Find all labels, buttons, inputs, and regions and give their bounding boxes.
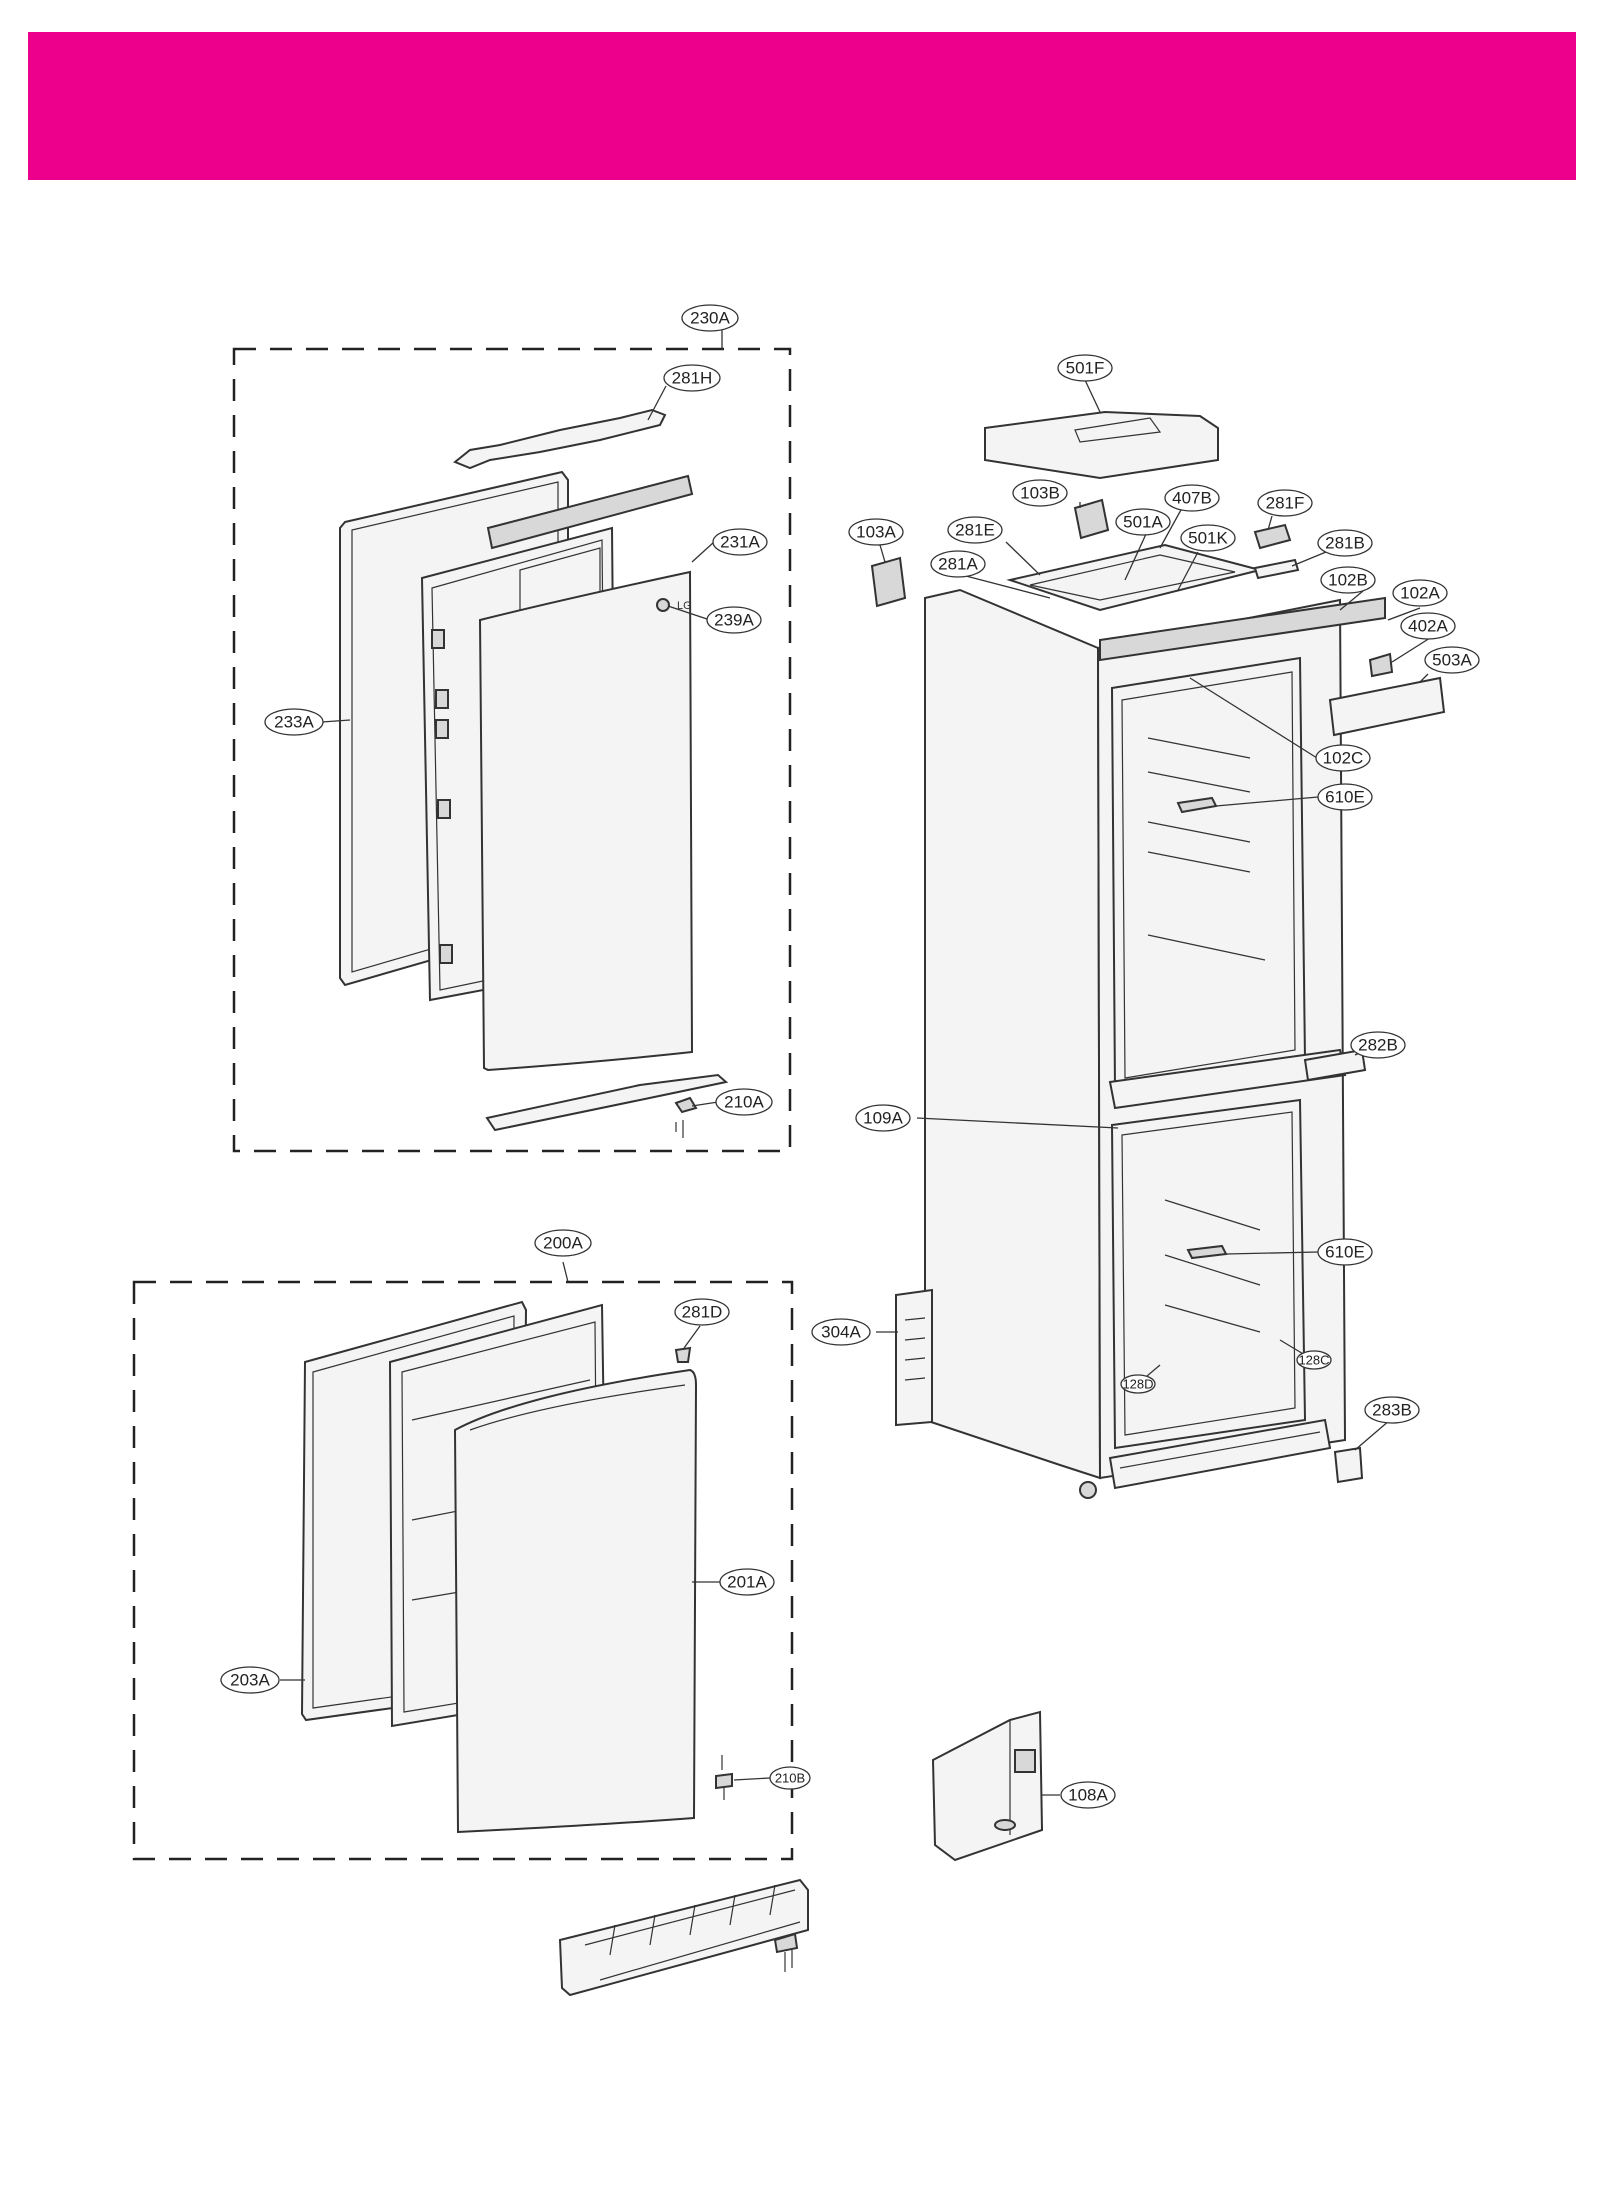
svg-text:402A: 402A xyxy=(1408,617,1448,636)
callout-282B[interactable]: 282B xyxy=(1350,1031,1406,1059)
callout-103A[interactable]: 103A xyxy=(848,518,904,546)
callout-281D[interactable]: 281D xyxy=(674,1298,730,1326)
svg-text:239A: 239A xyxy=(714,611,754,630)
callout-109A[interactable]: 109A xyxy=(855,1104,911,1132)
callout-233A[interactable]: 233A xyxy=(264,708,324,736)
svg-text:128D: 128D xyxy=(1122,1377,1153,1392)
callout-239A[interactable]: 239A xyxy=(706,606,762,634)
svg-text:102B: 102B xyxy=(1328,571,1368,590)
svg-text:210B: 210B xyxy=(775,1771,805,1786)
svg-text:283B: 283B xyxy=(1372,1401,1412,1420)
callout-231A[interactable]: 231A xyxy=(712,528,768,556)
callout-501K[interactable]: 501K xyxy=(1180,524,1236,552)
callout-128D[interactable]: 128D xyxy=(1120,1374,1156,1394)
svg-text:281H: 281H xyxy=(672,369,713,388)
callout-201A[interactable]: 201A xyxy=(719,1568,775,1596)
svg-text:610E: 610E xyxy=(1325,1243,1365,1262)
door-logo: LG xyxy=(677,600,692,612)
door-lower-group-box xyxy=(132,1280,794,1861)
svg-text:501F: 501F xyxy=(1066,359,1105,378)
svg-text:281E: 281E xyxy=(955,521,995,540)
callout-501F[interactable]: 501F xyxy=(1057,354,1113,382)
bin-cover xyxy=(931,1710,1044,1862)
callout-402A[interactable]: 402A xyxy=(1400,612,1456,640)
leader-lines xyxy=(280,330,1431,1796)
callout-210B[interactable]: 210B xyxy=(769,1766,811,1790)
callout-102A[interactable]: 102A xyxy=(1392,579,1448,607)
callout-108A[interactable]: 108A xyxy=(1060,1781,1116,1809)
svg-text:610E: 610E xyxy=(1325,788,1365,807)
callout-281E[interactable]: 281E xyxy=(947,516,1003,544)
cabinet xyxy=(870,410,1446,1499)
svg-text:233A: 233A xyxy=(274,713,314,732)
svg-text:281B: 281B xyxy=(1325,534,1365,553)
callout-283B[interactable]: 283B xyxy=(1364,1396,1420,1424)
svg-text:108A: 108A xyxy=(1068,1786,1108,1805)
svg-text:501A: 501A xyxy=(1123,513,1163,532)
lower-door-parts xyxy=(300,1300,733,1834)
callouts: 230A 281H 231A 239A 233A 210A 200A 281D … xyxy=(220,304,1480,1809)
svg-text:407B: 407B xyxy=(1172,489,1212,508)
callout-200A[interactable]: 200A xyxy=(534,1229,592,1257)
svg-text:201A: 201A xyxy=(727,1573,767,1592)
header-banner xyxy=(28,32,1576,180)
svg-text:210A: 210A xyxy=(724,1093,764,1112)
callout-407B[interactable]: 407B xyxy=(1164,484,1220,512)
callout-281A[interactable]: 281A xyxy=(930,550,986,578)
svg-text:230A: 230A xyxy=(690,309,730,328)
callout-281B[interactable]: 281B xyxy=(1317,529,1373,557)
callout-304A[interactable]: 304A xyxy=(811,1318,871,1346)
svg-text:281F: 281F xyxy=(1266,494,1305,513)
callout-610E-bottom[interactable]: 610E xyxy=(1317,1238,1373,1266)
callout-203A[interactable]: 203A xyxy=(220,1666,280,1694)
callout-501A[interactable]: 501A xyxy=(1115,508,1171,536)
svg-text:203A: 203A xyxy=(230,1671,270,1690)
callout-281F[interactable]: 281F xyxy=(1257,489,1313,517)
callout-128C[interactable]: 128C xyxy=(1296,1350,1332,1370)
svg-text:103A: 103A xyxy=(856,523,896,542)
svg-text:102C: 102C xyxy=(1323,749,1364,768)
svg-text:503A: 503A xyxy=(1432,651,1472,670)
svg-text:109A: 109A xyxy=(863,1109,903,1128)
callout-281H[interactable]: 281H xyxy=(663,364,721,392)
callout-503A[interactable]: 503A xyxy=(1424,646,1480,674)
svg-text:282B: 282B xyxy=(1358,1036,1398,1055)
svg-text:501K: 501K xyxy=(1188,529,1228,548)
svg-text:281D: 281D xyxy=(682,1303,723,1322)
svg-text:128C: 128C xyxy=(1298,1353,1329,1368)
svg-text:102A: 102A xyxy=(1400,584,1440,603)
bottom-kick-plate xyxy=(558,1878,809,1997)
door-upper-group-box xyxy=(232,347,792,1153)
svg-text:304A: 304A xyxy=(821,1323,861,1342)
callout-102C[interactable]: 102C xyxy=(1315,744,1371,772)
callout-610E-top[interactable]: 610E xyxy=(1317,783,1373,811)
upper-door-parts: LG xyxy=(339,408,729,1138)
svg-text:200A: 200A xyxy=(543,1234,583,1253)
callout-103B[interactable]: 103B xyxy=(1012,479,1068,507)
callout-102B[interactable]: 102B xyxy=(1320,566,1376,594)
svg-text:231A: 231A xyxy=(720,533,760,552)
callout-230A[interactable]: 230A xyxy=(681,304,739,332)
svg-text:281A: 281A xyxy=(938,555,978,574)
callout-210A[interactable]: 210A xyxy=(715,1088,773,1116)
svg-text:103B: 103B xyxy=(1020,484,1060,503)
